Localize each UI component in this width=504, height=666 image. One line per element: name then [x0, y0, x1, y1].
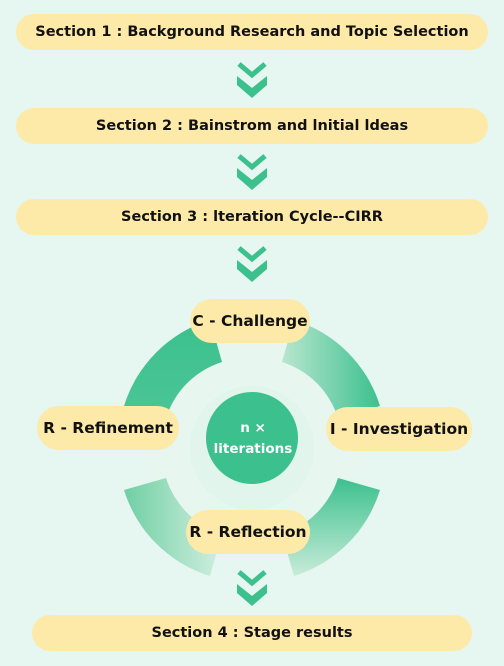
- investigation-label: I - Investigation: [329, 420, 469, 438]
- challenge-pill: C - Challenge: [190, 299, 310, 343]
- cycle-segment-top-right: [282, 320, 380, 418]
- cycle-segment-bottom-right: [282, 478, 380, 576]
- refinement-pill: R - Refinement: [37, 406, 179, 450]
- center-label-line1: n ×: [240, 420, 266, 436]
- down-chevron-icon: [237, 62, 267, 98]
- down-chevron-icon: [237, 154, 267, 190]
- section-3-label: Section 3 : lteration Cycle--CIRR: [121, 209, 383, 225]
- challenge-label: C - Challenge: [192, 312, 308, 330]
- center-label-line2: literations: [213, 441, 293, 457]
- section-1-bar: Section 1 : Background Research and Topi…: [16, 14, 488, 50]
- reflection-label: R - Reflection: [189, 523, 307, 541]
- section-4-label: Section 4 : Stage results: [151, 625, 353, 641]
- reflection-pill: R - Reflection: [186, 510, 310, 554]
- cycle-segment-top-left: [124, 320, 222, 418]
- section-3-bar: Section 3 : lteration Cycle--CIRR: [16, 199, 488, 235]
- section-2-bar: Section 2 : Bainstrom and lnitial ldeas: [16, 108, 488, 144]
- down-chevron-icon: [237, 246, 267, 282]
- refinement-label: R - Refinement: [43, 419, 173, 437]
- investigation-pill: I - Investigation: [326, 407, 472, 451]
- center-circle: [206, 392, 298, 484]
- section-4-bar: Section 4 : Stage results: [32, 615, 472, 651]
- down-chevron-icon: [237, 570, 267, 606]
- iterations-center-label: n × literations: [207, 393, 299, 485]
- section-2-label: Section 2 : Bainstrom and lnitial ldeas: [95, 118, 409, 134]
- section-1-label: Section 1 : Background Research and Topi…: [35, 24, 469, 40]
